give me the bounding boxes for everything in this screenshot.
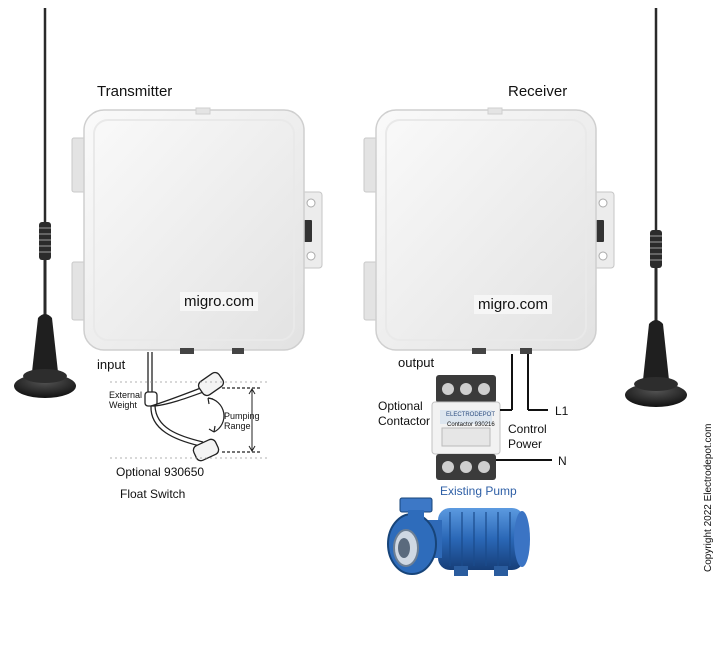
transmitter-enclosure-icon bbox=[71, 107, 323, 354]
transmitter-label: Transmitter bbox=[97, 83, 173, 100]
transmitter-brand-label: migro.com bbox=[180, 292, 259, 311]
control-wiring bbox=[496, 354, 552, 461]
contactor-brand-text: ELECTRODEPOT bbox=[446, 412, 496, 418]
input-label: input bbox=[97, 357, 126, 372]
receiver-enclosure-icon bbox=[363, 107, 615, 354]
contactor-icon bbox=[431, 375, 501, 480]
copyright-text: Copyright 2022 Electrodepot.com bbox=[703, 423, 714, 572]
receiver-label: Receiver bbox=[508, 83, 568, 100]
pump-icon bbox=[387, 497, 530, 576]
existing-pump-label: Existing Pump bbox=[440, 484, 517, 498]
pumping-range-label: Pumping Range bbox=[224, 411, 260, 431]
output-label: output bbox=[398, 355, 435, 370]
left-antenna-icon bbox=[14, 8, 76, 398]
contactor-model-text: Contactor 930216 bbox=[447, 422, 495, 428]
float-switch-label: Float Switch bbox=[120, 487, 186, 501]
right-antenna-icon bbox=[625, 8, 687, 407]
float-switch-icon bbox=[110, 352, 270, 462]
receiver-brand-label: migro.com bbox=[474, 295, 553, 314]
l1-label: L1 bbox=[555, 404, 569, 418]
n-label: N bbox=[558, 454, 567, 468]
control-power-label: Control Power bbox=[508, 422, 547, 451]
optional-contactor-label: Optional Contactor bbox=[378, 399, 431, 428]
float-switch-model-label: Optional 930650 bbox=[116, 465, 205, 479]
external-weight-label: External Weight bbox=[109, 390, 143, 410]
